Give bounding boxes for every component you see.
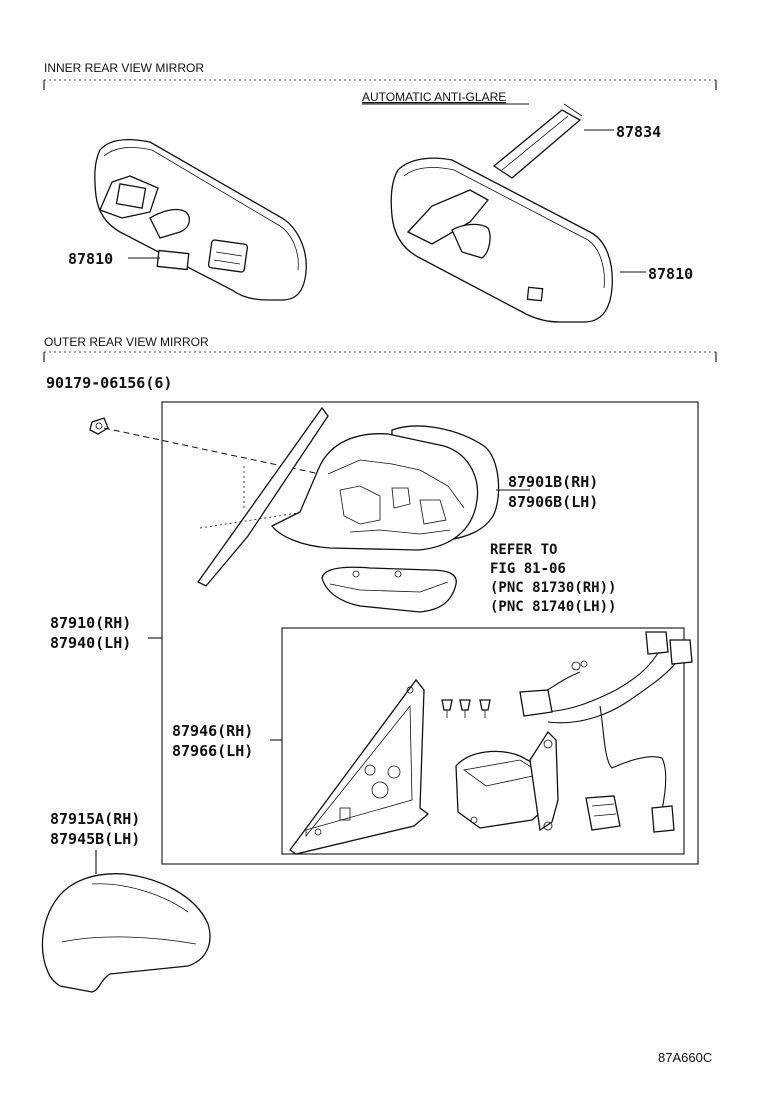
mirror-sub-assembly-box xyxy=(281,627,685,855)
inner-section-title: INNER REAR VIEW MIRROR xyxy=(44,61,204,75)
part-87946-rh: 87946(RH) xyxy=(172,722,253,740)
inner-mirror-standard xyxy=(94,138,307,301)
part-90179-06156: 90179-06156(6) xyxy=(46,374,172,392)
part-87966-lh: 87966(LH) xyxy=(172,742,253,760)
part-87940-lh: 87940(LH) xyxy=(50,634,131,652)
outer-mirror-assembly-box xyxy=(161,401,699,865)
refer-to-line: REFER TO xyxy=(490,542,557,558)
part-87810-right: 87810 xyxy=(648,265,693,283)
mirror-actuator-motor xyxy=(455,730,559,832)
electrical-connector xyxy=(585,795,621,831)
part-87810-left: 87810 xyxy=(68,250,113,268)
figure-code: 87A660C xyxy=(658,1050,712,1065)
wire-harness xyxy=(519,631,693,833)
inner-section-divider xyxy=(43,79,717,90)
part-87945b-lh: 87945B(LH) xyxy=(50,830,140,848)
outer-mirror-cover xyxy=(41,873,211,993)
outer-mirror-housing xyxy=(197,406,500,587)
outer-section-divider xyxy=(43,351,717,362)
part-87915a-rh: 87915A(RH) xyxy=(50,810,140,828)
part-87910-rh: 87910(RH) xyxy=(50,614,131,632)
part-87906b-lh: 87906B(LH) xyxy=(508,493,598,511)
refer-pnc-rh: (PNC 81730(RH)) xyxy=(490,580,616,596)
mirror-mounting-base xyxy=(289,678,430,855)
part-87834: 87834 xyxy=(616,123,661,141)
refer-pnc-lh: (PNC 81740(LH)) xyxy=(490,599,616,615)
bolt-icons xyxy=(441,699,491,718)
part-87901b-rh: 87901B(RH) xyxy=(508,473,598,491)
screw-icon xyxy=(89,417,109,435)
auto-anti-glare-heading: AUTOMATIC ANTI-GLARE xyxy=(362,90,506,104)
inner-mirror-auto-anti-glare xyxy=(390,103,613,323)
turn-signal-lamp xyxy=(321,566,457,613)
refer-fig-line: FIG 81-06 xyxy=(490,561,566,577)
outer-section-title: OUTER REAR VIEW MIRROR xyxy=(44,335,209,349)
